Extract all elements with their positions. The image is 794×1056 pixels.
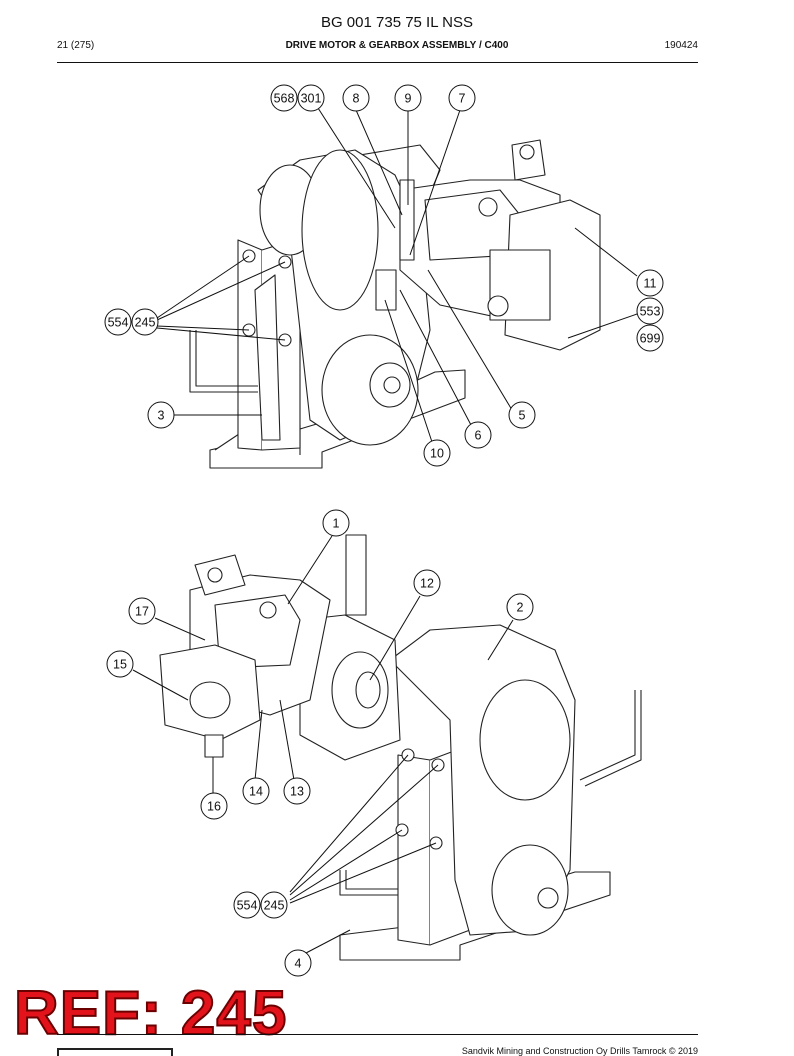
- callout-top-10: 10: [423, 439, 451, 467]
- callout-top-8: 8: [342, 84, 370, 112]
- callout-label: 8: [353, 92, 360, 106]
- callout-bubbles: 568 301 8 9 7 11 553 699 554 245 3 5 6 10 1 12 2 17 15 14 13…: [104, 84, 664, 977]
- footer-rule: [57, 1034, 698, 1035]
- header-rule: [57, 62, 698, 63]
- callout-top-9: 9: [394, 84, 422, 112]
- callout-bottom-13: 13: [283, 777, 311, 805]
- callout-bottom-554: 554: [233, 891, 261, 919]
- callout-top-245: 245: [131, 308, 159, 336]
- document-number: BG 001 735 75 IL NSS: [320, 14, 474, 31]
- callout-label: 3: [158, 409, 165, 423]
- callout-bottom-245: 245: [260, 891, 288, 919]
- callout-label: 1: [333, 517, 340, 531]
- callout-label: 11: [644, 277, 657, 291]
- callout-label: 568: [274, 92, 295, 106]
- leader-lines: [132, 107, 638, 954]
- callout-label: 554: [108, 316, 129, 330]
- upper-assembly-illustration: [189, 139, 601, 469]
- callout-label: 12: [420, 577, 434, 591]
- callout-label: 13: [290, 785, 304, 799]
- callout-bottom-14: 14: [242, 777, 270, 805]
- callout-bottom-12: 12: [413, 569, 441, 597]
- date-code: 190424: [664, 40, 698, 51]
- ref-stamp: REF: 245: [13, 979, 288, 1048]
- callout-label: 9: [405, 92, 412, 106]
- callout-label: 4: [295, 957, 302, 971]
- callout-bottom-16: 16: [200, 792, 228, 820]
- callout-top-5: 5: [508, 401, 536, 429]
- callout-label: 14: [249, 785, 263, 799]
- callout-label: 17: [135, 605, 149, 619]
- callout-label: 6: [475, 429, 482, 443]
- callout-label: 301: [301, 92, 322, 106]
- callout-label: 2: [517, 601, 524, 615]
- callout-label: 16: [207, 800, 221, 814]
- callout-top-301: 301: [297, 84, 325, 112]
- callout-bottom-17: 17: [128, 597, 156, 625]
- callout-label: 554: [237, 899, 258, 913]
- callout-top-553: 553: [636, 297, 664, 325]
- callout-label: 699: [640, 332, 661, 346]
- callout-label: 5: [519, 409, 526, 423]
- copyright-text: Sandvik Mining and Construction Oy Drill…: [461, 1046, 698, 1056]
- callout-label: 245: [264, 899, 285, 913]
- lower-assembly-illustration: [159, 534, 642, 961]
- callout-top-7: 7: [448, 84, 476, 112]
- callout-label: 553: [640, 305, 661, 319]
- callout-label: 10: [430, 447, 444, 461]
- company-logo: [57, 1048, 173, 1056]
- callout-top-554: 554: [104, 308, 132, 336]
- callout-top-568: 568: [270, 84, 298, 112]
- callout-bottom-1: 1: [322, 509, 350, 537]
- page-number: 21 (275): [57, 40, 95, 51]
- section-title: DRIVE MOTOR & GEARBOX ASSEMBLY / C400: [285, 40, 509, 51]
- callout-top-3: 3: [147, 401, 175, 429]
- callout-top-6: 6: [464, 421, 492, 449]
- callout-top-11: 11: [636, 269, 664, 297]
- callout-label: 15: [113, 658, 127, 672]
- callout-label: 7: [459, 92, 466, 106]
- callout-bottom-2: 2: [506, 593, 534, 621]
- callout-bottom-4: 4: [284, 949, 312, 977]
- callout-label: 245: [135, 316, 156, 330]
- callout-bottom-15: 15: [106, 650, 134, 678]
- callout-top-699: 699: [636, 324, 664, 352]
